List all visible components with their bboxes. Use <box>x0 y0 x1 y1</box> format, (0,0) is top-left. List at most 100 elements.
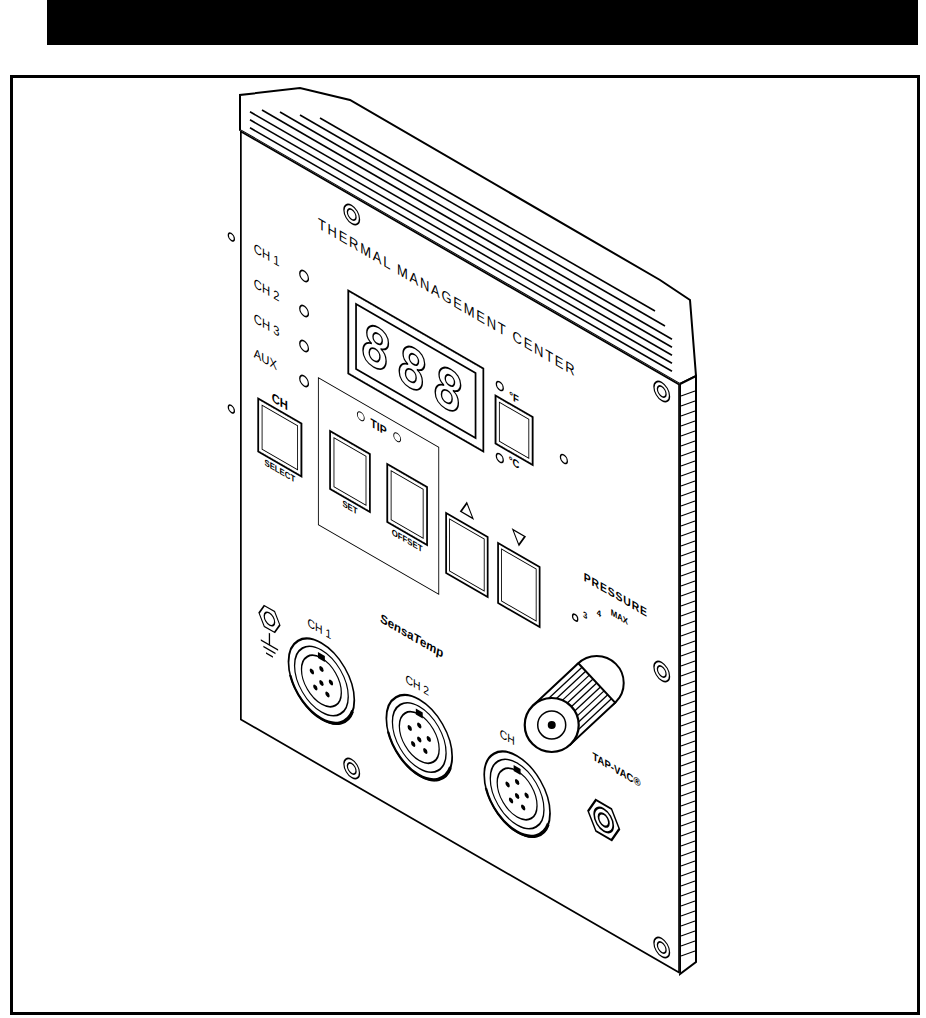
drawing-part <box>484 737 550 851</box>
fin-rib <box>681 621 695 626</box>
drawing-part <box>680 376 696 974</box>
fin-rib <box>681 921 695 926</box>
fin-rib <box>681 531 695 536</box>
fin-rib <box>681 901 695 906</box>
button-label: °C <box>509 454 520 471</box>
fin-rib <box>681 871 695 876</box>
drawing-part <box>411 740 415 748</box>
channel-label: AUX <box>254 346 277 372</box>
fin-rib <box>681 491 695 496</box>
fin-rib <box>681 551 695 556</box>
button-label: CH <box>272 390 288 412</box>
drawing-part <box>347 207 356 222</box>
drawing-part <box>300 374 309 389</box>
fin-rib <box>681 851 695 856</box>
set-button: SET <box>329 430 371 514</box>
fin-rib <box>681 421 695 426</box>
drawing-part <box>325 691 329 699</box>
drawing-part <box>347 761 356 776</box>
drawing-part <box>427 735 431 743</box>
button-label: OFFSET <box>392 528 423 555</box>
drawing-part <box>514 765 521 775</box>
drawing-part <box>228 404 234 415</box>
drawing-part <box>560 453 567 465</box>
drawing-part <box>408 716 431 757</box>
fin-rib <box>681 811 695 816</box>
header-bar <box>47 0 918 45</box>
drawing-part <box>266 653 273 657</box>
button-label: SELECT <box>264 458 295 485</box>
drawing-part <box>654 934 670 961</box>
fin-rib <box>681 541 695 546</box>
port-label: CH <box>500 727 515 748</box>
drawing-part <box>446 513 488 597</box>
fin-rib <box>681 821 695 826</box>
button-label: SET <box>342 499 357 517</box>
fin-rib <box>681 761 695 766</box>
drawing-part <box>654 378 670 405</box>
drawing-part <box>505 773 528 814</box>
drawing-part <box>344 201 360 228</box>
drawing-part <box>461 500 473 519</box>
fin-rib <box>681 931 695 936</box>
fin-rib <box>681 891 695 896</box>
drawing-part <box>525 698 579 752</box>
fin-rib <box>681 651 695 656</box>
drawing-part <box>319 679 323 687</box>
fin-rib <box>681 951 695 956</box>
drawing-part <box>301 647 341 716</box>
fin-rib <box>681 391 695 396</box>
fin-rib <box>681 711 695 716</box>
indicator-led <box>357 410 365 424</box>
drawing-part <box>524 792 528 800</box>
fin-rib <box>681 701 695 706</box>
fin-rib <box>681 411 695 416</box>
fin-rib <box>681 401 695 406</box>
drawing-part <box>300 304 309 319</box>
offset-button: OFFSET <box>386 463 428 547</box>
drawing-part <box>269 633 270 645</box>
channel-label: CH 2 <box>254 276 280 304</box>
drawing-part <box>408 724 412 732</box>
drawing-part <box>538 711 566 739</box>
fin-rib <box>681 431 695 436</box>
drawing-part <box>310 668 314 676</box>
fin-rib <box>681 631 695 636</box>
fin-rib <box>681 571 695 576</box>
fin-rib <box>681 661 695 666</box>
fin-rib <box>681 721 695 726</box>
drawing-part <box>505 781 509 789</box>
drawing-part <box>515 778 519 786</box>
button-label: °F <box>509 389 519 406</box>
fin-rib <box>681 681 695 686</box>
fin-rib <box>681 741 695 746</box>
fin-rib <box>681 471 695 476</box>
fin-rib <box>681 941 695 946</box>
drawing-part <box>417 736 421 744</box>
drawing-part <box>681 391 695 956</box>
channel-label: CH 1 <box>254 241 280 269</box>
port-label: CH 2 <box>405 673 429 699</box>
drawing-part <box>228 232 234 243</box>
fin-rib <box>681 841 695 846</box>
fin-rib <box>681 801 695 806</box>
drawing-part <box>417 722 421 730</box>
fin-rib <box>681 521 695 526</box>
drawing-part <box>259 603 280 661</box>
drawing-part <box>259 603 280 636</box>
fin-rib <box>681 751 695 756</box>
fin-rib <box>681 441 695 446</box>
channel-label: CH 3 <box>254 311 280 339</box>
drawing-part <box>509 797 513 805</box>
drawing-part <box>264 610 274 628</box>
drawing-part <box>310 660 333 701</box>
drawing-part <box>263 647 275 654</box>
fin-rib <box>681 501 695 506</box>
drawing-part <box>497 760 537 829</box>
drawing-part <box>392 691 446 784</box>
fin-rib <box>681 831 695 836</box>
fin-rib <box>681 451 695 456</box>
fin-rib <box>681 671 695 676</box>
drawing-part <box>490 748 544 841</box>
drawing-part <box>513 530 525 549</box>
